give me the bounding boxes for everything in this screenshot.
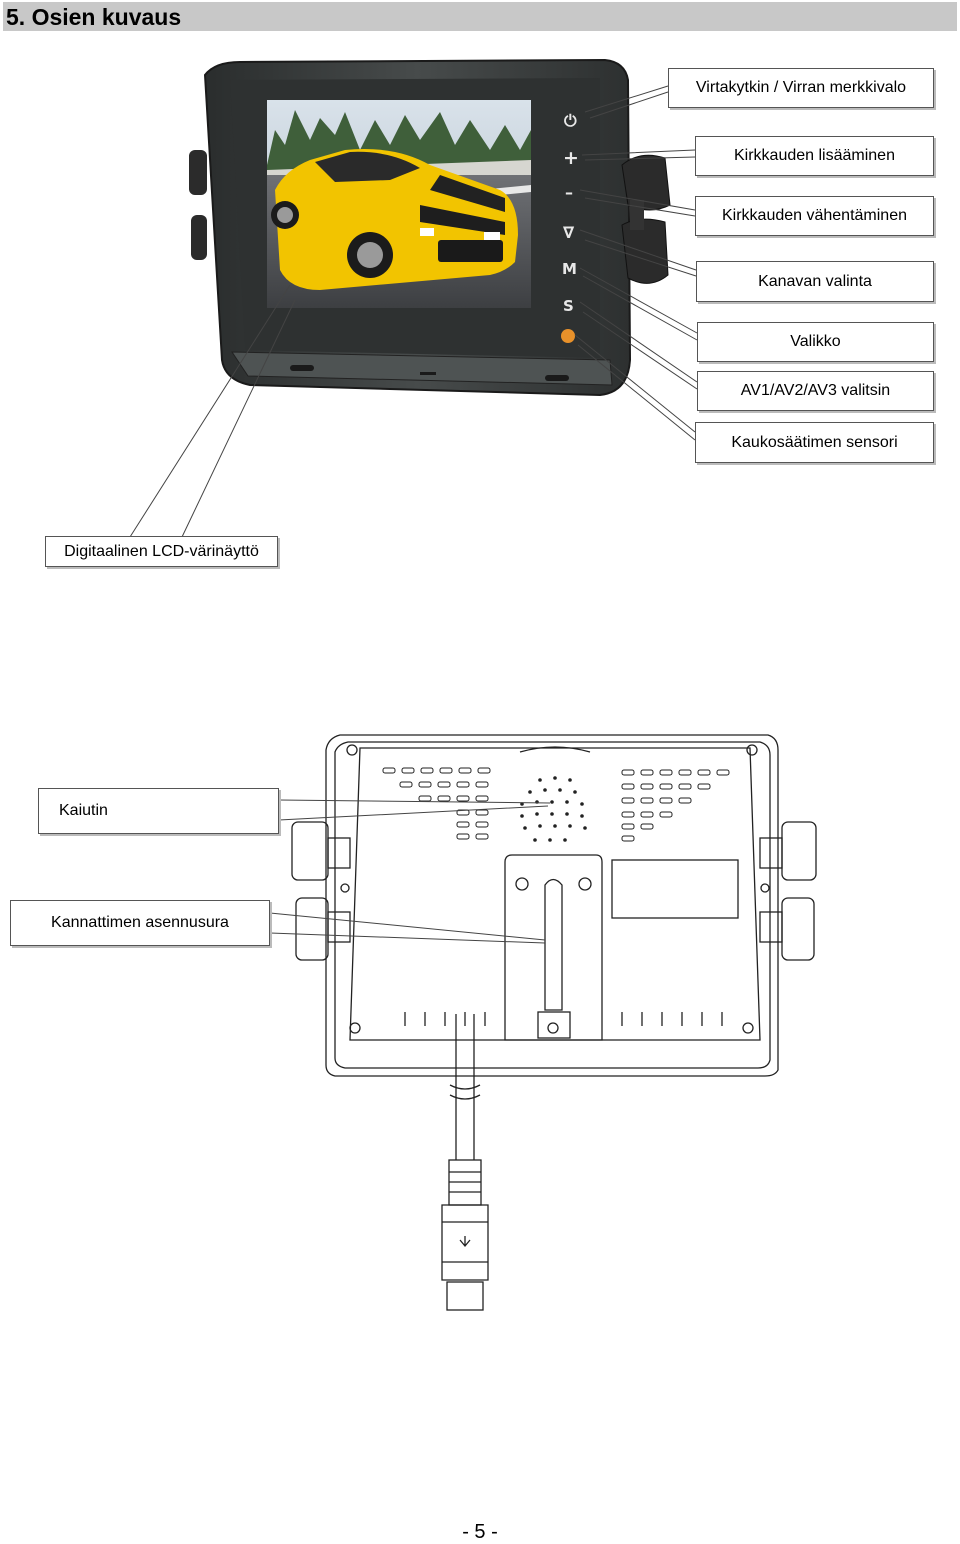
right-knobs [621, 154, 671, 284]
down-button-glyph[interactable]: ∇ [563, 223, 575, 242]
label-menu: Valikko [697, 322, 934, 362]
car-image [271, 149, 518, 290]
power-button-glyph[interactable]: ⏻ [564, 111, 577, 130]
label-channel-select: Kanavan valinta [696, 261, 934, 302]
speaker-grille [520, 776, 587, 842]
minus-button-glyph[interactable]: – [565, 183, 573, 202]
label-power-switch: Virtakytkin / Virran merkkivalo [668, 68, 934, 108]
left-knobs [189, 150, 207, 260]
label-speaker: Kaiutin [38, 788, 279, 834]
page-number: - 5 - [462, 1521, 498, 1543]
front-view-illustration: ⏻ + – ∇ M S [129, 58, 698, 538]
front-leader-lines [129, 85, 698, 538]
source-button-glyph[interactable]: S [563, 297, 574, 315]
remote-sensor-dot [561, 329, 575, 343]
label-bracket-slot: Kannattimen asennusura [10, 900, 270, 946]
back-vent-slots [382, 767, 730, 842]
lcd-screen [267, 100, 531, 308]
label-remote-sensor: Kaukosäätimen sensori [695, 422, 934, 463]
label-brightness-up: Kirkkauden lisääminen [695, 136, 934, 176]
label-brightness-down: Kirkkauden vähentäminen [695, 196, 934, 236]
plus-button-glyph[interactable]: + [563, 147, 579, 169]
section-title: 5. Osien kuvaus [6, 4, 182, 30]
label-lcd-display: Digitaalinen LCD-värinäyttö [45, 536, 278, 567]
label-av-selector: AV1/AV2/AV3 valitsin [697, 371, 934, 411]
menu-button-glyph[interactable]: M [562, 260, 577, 278]
back-leader-lines [269, 799, 551, 944]
section-heading-bar [3, 2, 957, 31]
